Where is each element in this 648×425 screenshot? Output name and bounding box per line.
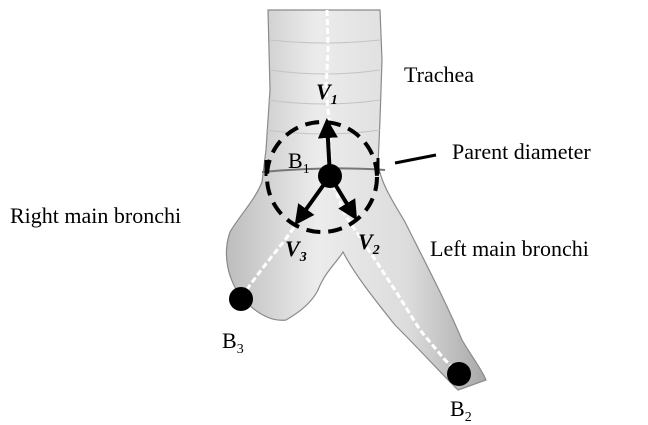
parent-diameter-pointer (395, 155, 436, 163)
label-right-main-bronchi: Right main bronchi (10, 203, 181, 228)
branch-point-b1 (318, 164, 342, 188)
label-b3: B3 (222, 328, 244, 357)
branch-point-b2 (447, 362, 471, 386)
branch-point-b3 (229, 287, 253, 311)
label-left-main-bronchi: Left main bronchi (430, 236, 589, 261)
label-parent-diameter: Parent diameter (452, 139, 591, 164)
label-b2: B2 (450, 396, 472, 425)
label-trachea: Trachea (404, 62, 474, 87)
